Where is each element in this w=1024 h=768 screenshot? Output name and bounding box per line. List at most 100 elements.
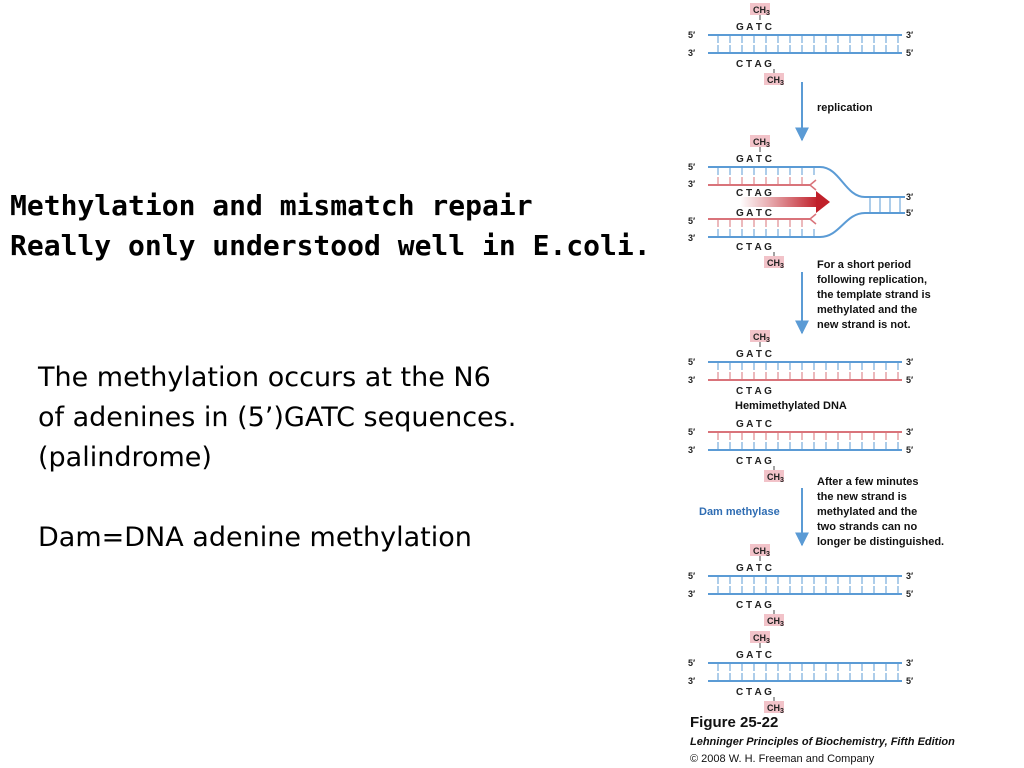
bottom-methyl-label-base: CH (767, 75, 780, 85)
bottom-methyl-label-subscript: 3 (780, 621, 784, 628)
top-sequence: G A T C (736, 419, 772, 430)
five-prime-label: 5′ (906, 48, 913, 58)
three-prime-label: 3′ (688, 48, 695, 58)
top-methyl-label-base: CH (753, 633, 766, 643)
five-prime-label: 5′ (688, 658, 695, 668)
note-few-minutes-2: the new strand is (817, 491, 907, 503)
top-methyl-label-base: CH (753, 5, 766, 15)
caption-copyright: © 2008 W. H. Freeman and Company (690, 753, 875, 765)
bottom-sequence: C T A G (736, 59, 772, 70)
bottom-sequence: C T A G (736, 600, 772, 611)
bottom-methyl-label-base: CH (767, 703, 780, 713)
bottom-methyl-label-base: CH (767, 616, 780, 626)
three-prime-label: 3′ (688, 676, 695, 686)
five-prime-label: 5′ (688, 427, 695, 437)
bottom-methyl-box (764, 73, 784, 85)
three-prime-label: 3′ (906, 427, 913, 437)
body-spacer (38, 478, 638, 518)
slide-body: The methylation occurs at the N6 of aden… (38, 358, 638, 558)
note-short-period-3: the template strand is (817, 289, 931, 301)
fork-top-methyl-box (750, 135, 770, 147)
top-methyl-label-base: CH (753, 332, 766, 342)
replication-fork: 5′3′5′3′3′5′G A T CC T A GG A T CC T A G… (688, 135, 913, 270)
note-few-minutes-1: After a few minutes (817, 476, 918, 488)
bottom-sequence: C T A G (736, 456, 772, 467)
caption-book-title: Lehninger Principles of Biochemistry, Fi… (690, 736, 955, 748)
fork-bottom-methyl-label-subscript: 3 (780, 263, 784, 270)
bottom-methyl-label-base: CH (767, 472, 780, 482)
fork-bottom-methyl-box (764, 256, 784, 268)
bottom-methyl-label: CH3 (767, 472, 784, 484)
three-prime-label: 3′ (906, 658, 913, 668)
title-line-1: Methylation and mismatch repair (10, 189, 533, 222)
fork-bottom-methyl-label-base: CH (767, 258, 780, 268)
five-prime-label: 5′ (906, 589, 913, 599)
fork-primer-end-b (809, 213, 817, 225)
three-prime-label: 3′ (906, 357, 913, 367)
three-prime-label: 3′ (906, 571, 913, 581)
top-methyl-box (750, 330, 770, 342)
bottom-methyl-label: CH3 (767, 616, 784, 628)
five-prime-label: 5′ (688, 357, 695, 367)
body-line-3: (palindrome) (38, 442, 212, 473)
top-methyl-box (750, 631, 770, 643)
note-short-period-4: methylated and the (817, 304, 917, 316)
three-prime-label: 3′ (688, 589, 695, 599)
top-methyl-label-subscript: 3 (766, 638, 770, 645)
bottom-sequence: C T A G (736, 687, 772, 698)
top-methyl-box (750, 544, 770, 556)
caption-figure-number: Figure 25-22 (690, 714, 778, 731)
note-few-minutes-5: longer be distinguished. (817, 536, 944, 548)
fork-new-sequence-a: C T A G (736, 188, 772, 199)
hemimethylated-label: Hemimethylated DNA (735, 400, 847, 412)
top-methyl-box (750, 3, 770, 15)
fork-top-methyl-label: CH3 (753, 137, 770, 149)
top-methyl-label: CH3 (753, 332, 770, 344)
three-prime-label: 3′ (688, 179, 695, 189)
dam-definition: Dam=DNA adenine methylation (38, 522, 472, 553)
bottom-methyl-label-subscript: 3 (780, 708, 784, 715)
body-line-1: The methylation occurs at the N6 (38, 362, 491, 393)
body-line-2: of adenines in (5’)GATC sequences. (38, 402, 517, 433)
top-sequence: G A T C (736, 349, 772, 360)
fork-direction-arrow-head (816, 191, 830, 213)
title-line-2: Really only understood well in E.coli. (10, 229, 651, 262)
note-short-period-2: following replication, (817, 274, 927, 286)
bottom-methyl-box (764, 470, 784, 482)
fork-new-sequence-b: G A T C (736, 208, 772, 219)
bottom-methyl-label-subscript: 3 (780, 477, 784, 484)
bottom-methyl-label: CH3 (767, 703, 784, 715)
five-prime-label: 5′ (688, 30, 695, 40)
five-prime-label: 5′ (688, 216, 695, 226)
five-prime-label: 5′ (906, 375, 913, 385)
fork-bottom-methyl-label: CH3 (767, 258, 784, 270)
bottom-methyl-box (764, 701, 784, 713)
note-few-minutes-3: methylated and the (817, 506, 917, 518)
note-short-period-1: For a short period (817, 259, 911, 271)
fork-bottom-sequence: C T A G (736, 242, 772, 253)
dam-methylase-label: Dam methylase (699, 506, 780, 518)
top-sequence: G A T C (736, 22, 772, 33)
top-methyl-label: CH3 (753, 633, 770, 645)
fork-direction-arrow-shaft (740, 197, 818, 207)
fork-top-sequence: G A T C (736, 154, 772, 165)
bottom-sequence: C T A G (736, 386, 772, 397)
five-prime-label: 5′ (906, 445, 913, 455)
top-methyl-label-subscript: 3 (766, 10, 770, 17)
top-sequence: G A T C (736, 650, 772, 661)
top-methyl-label: CH3 (753, 5, 770, 17)
top-methyl-label: CH3 (753, 546, 770, 558)
bottom-methyl-box (764, 614, 784, 626)
five-prime-label: 5′ (906, 208, 913, 218)
three-prime-label: 3′ (906, 30, 913, 40)
five-prime-label: 5′ (906, 676, 913, 686)
top-methyl-label-subscript: 3 (766, 551, 770, 558)
top-methyl-label-subscript: 3 (766, 337, 770, 344)
fork-old-top-strand (708, 166, 905, 198)
fork-top-methyl-label-subscript: 3 (766, 142, 770, 149)
